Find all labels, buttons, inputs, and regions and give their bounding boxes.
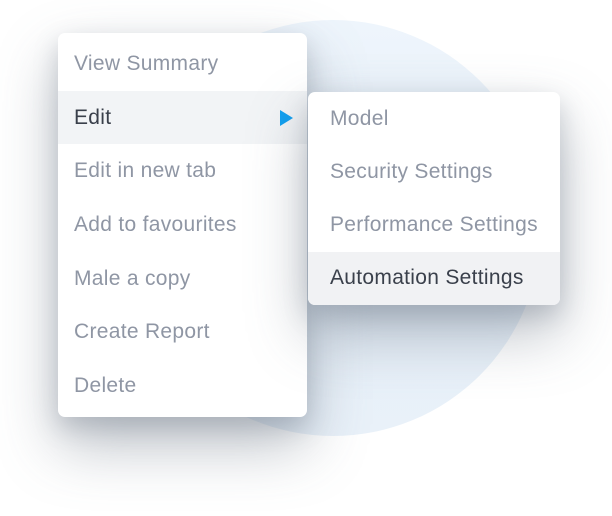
- menu-item-label: Automation Settings: [330, 266, 524, 290]
- menu-item-edit[interactable]: Edit: [58, 90, 307, 145]
- submenu-item-automation-settings[interactable]: Automation Settings: [308, 251, 560, 305]
- menu-item-label: Male a copy: [74, 266, 191, 290]
- menu-item-view-summary[interactable]: View Summary: [58, 37, 307, 91]
- submenu-item-model[interactable]: Model: [308, 92, 560, 145]
- edit-submenu: Model Security Settings Performance Sett…: [308, 92, 560, 305]
- menu-item-label: Performance Settings: [330, 213, 538, 237]
- menu-item-label: View Summary: [74, 51, 219, 75]
- menu-item-add-to-favourites[interactable]: Add to favourites: [58, 198, 307, 252]
- menu-item-label: Edit in new tab: [74, 159, 217, 183]
- menu-item-create-report[interactable]: Create Report: [58, 306, 307, 360]
- menu-item-label: Security Settings: [330, 159, 493, 183]
- menu-item-label: Add to favourites: [74, 213, 237, 237]
- submenu-arrow-icon: [280, 109, 293, 126]
- menu-item-edit-in-new-tab[interactable]: Edit in new tab: [58, 144, 307, 198]
- context-menu: View Summary Edit Edit in new tab Add to…: [58, 33, 307, 417]
- submenu-item-security-settings[interactable]: Security Settings: [308, 145, 560, 198]
- menu-item-label: Edit: [74, 105, 112, 129]
- menu-item-label: Model: [330, 106, 389, 130]
- menu-item-label: Create Report: [74, 320, 210, 344]
- menu-item-label: Delete: [74, 374, 137, 398]
- menu-item-make-a-copy[interactable]: Male a copy: [58, 252, 307, 306]
- submenu-item-performance-settings[interactable]: Performance Settings: [308, 199, 560, 252]
- menu-item-delete[interactable]: Delete: [58, 359, 307, 413]
